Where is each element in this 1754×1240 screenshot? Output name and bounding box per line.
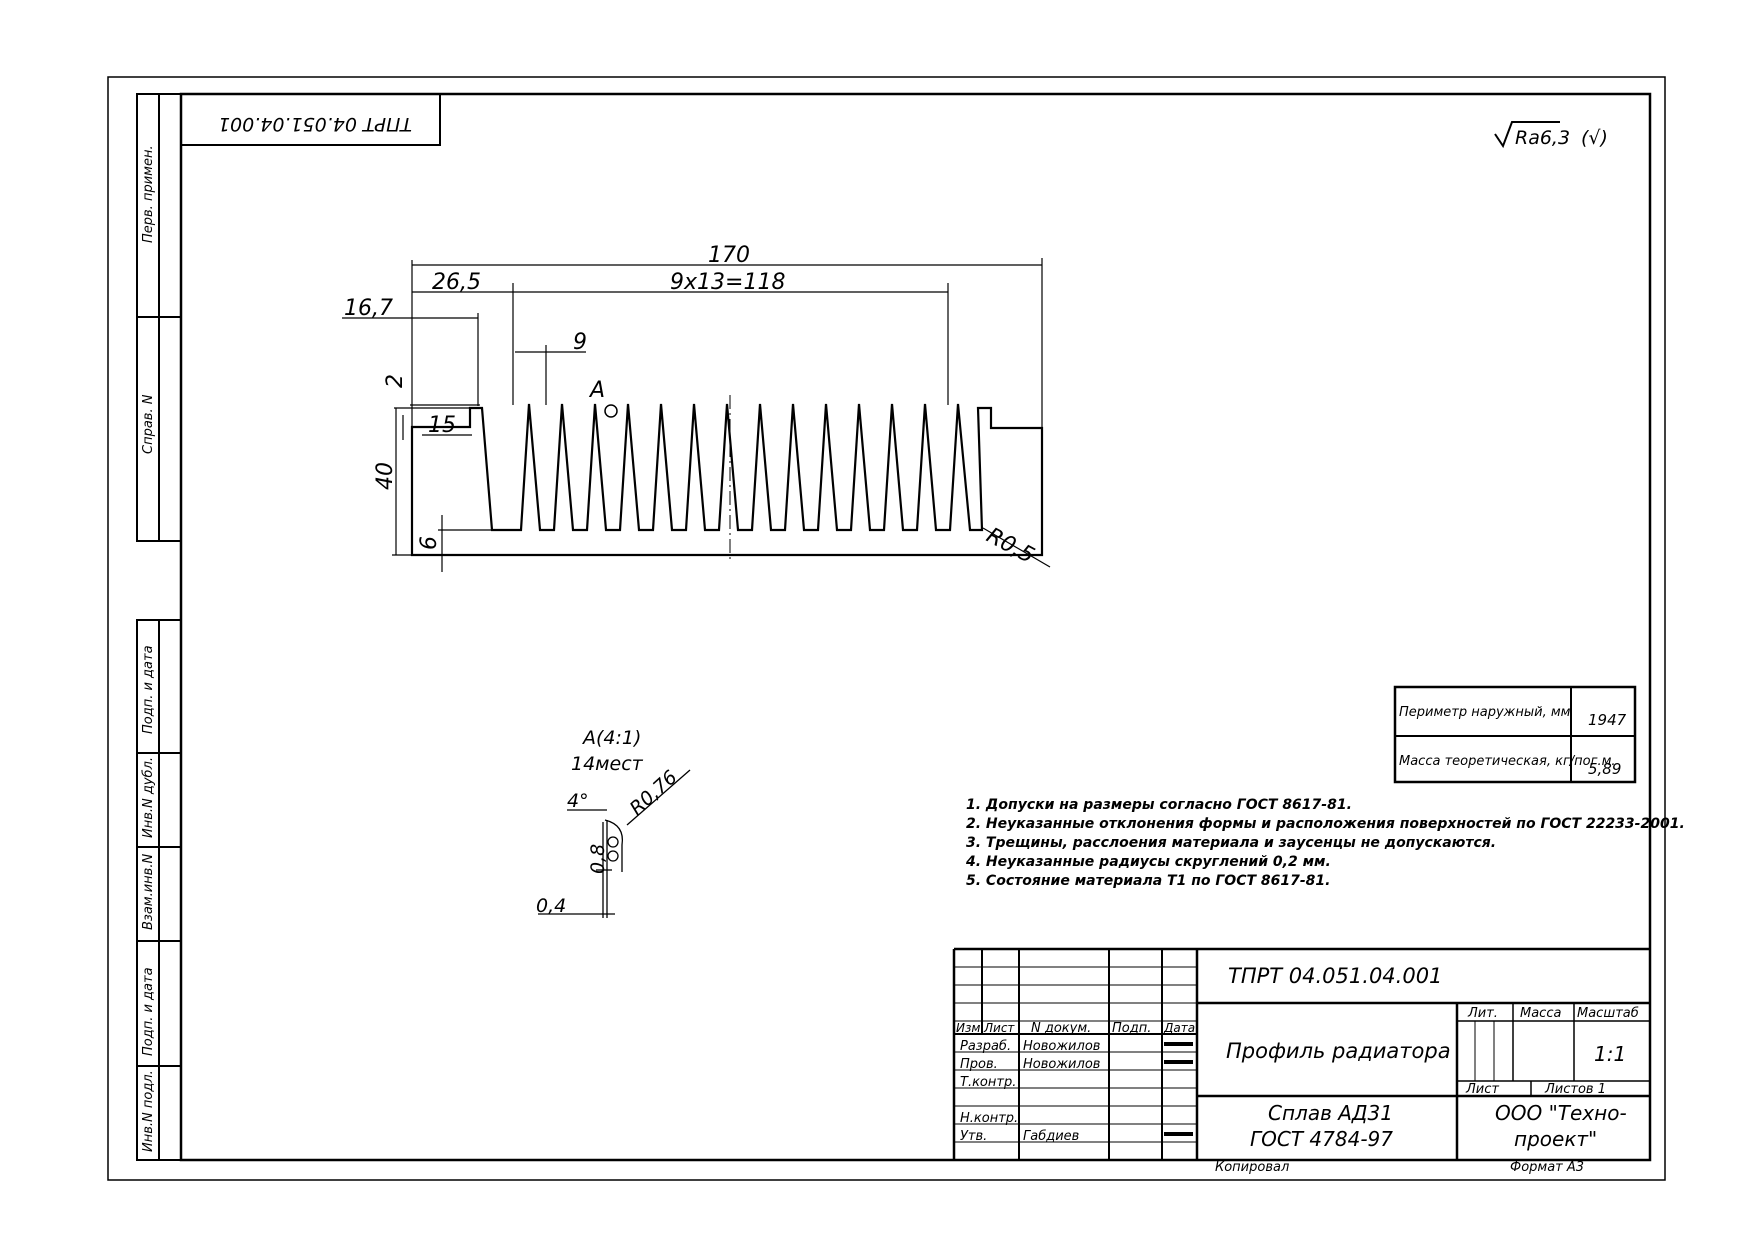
stamp-designation: ТПРТ 04.051.04.001: [218, 113, 412, 135]
property-value: 5,89: [1588, 760, 1621, 778]
dim-radius: R0,5: [982, 523, 1038, 569]
tb-header-izm: Изм.: [956, 1021, 984, 1035]
tb-role-tkontr: Т.контр.: [960, 1075, 1016, 1090]
property-label: Масса теоретическая, кг/пог.м.: [1399, 754, 1616, 769]
tb-company-1: ООО "Техно-: [1495, 1101, 1627, 1125]
property-value: 1947: [1588, 711, 1627, 729]
roughness-default: (√): [1581, 127, 1608, 149]
sidebar-label: Подп. и дата: [141, 967, 156, 1056]
outer-frame: [107, 76, 1666, 1181]
tb-role-utv: Утв.: [960, 1129, 987, 1144]
dim-first-fin: 16,7: [344, 296, 393, 321]
detail-gap: 0,4: [536, 895, 566, 917]
detail-angle: 4°: [567, 790, 589, 812]
date-marks: [1164, 1042, 1193, 1136]
stamp-box: [180, 93, 441, 146]
tb-header-sign: Подп.: [1112, 1021, 1151, 1036]
sidebar-label: Инв.N дубл.: [141, 757, 156, 838]
tb-part-name: Профиль радиатора: [1226, 1039, 1451, 1063]
tb-header-doc: N докум.: [1031, 1021, 1091, 1036]
detail-a-sketch: [538, 769, 691, 918]
dim-base: 6: [417, 536, 442, 550]
property-label: Периметр наружный, мм: [1399, 705, 1571, 720]
tb-designation: ТПРТ 04.051.04.001: [1228, 964, 1442, 988]
inner-frame: [179, 92, 1652, 1162]
note-line: 3. Трещины, расслоения материала и заусе…: [966, 835, 1496, 851]
tb-name-razrab: Новожилов: [1023, 1039, 1100, 1054]
dim-step-w: 15: [428, 413, 456, 438]
tb-scale-value: 1:1: [1594, 1042, 1626, 1066]
dim-fin-pitch: 9: [573, 330, 587, 355]
roughness-value: Ra6,3: [1515, 127, 1570, 149]
view-marker-circle: [604, 404, 618, 418]
note-line: 1. Допуски на размеры согласно ГОСТ 8617…: [966, 797, 1352, 813]
sidebar-label: Подп. и дата: [141, 645, 156, 734]
sidebar-label: Взам.инв.N: [141, 854, 156, 930]
sidebar-label: Инв.N подл.: [141, 1070, 156, 1152]
tb-mass-header: Масса: [1520, 1006, 1561, 1021]
note-line: 4. Неуказанные радиусы скруглений 0,2 мм…: [965, 854, 1331, 870]
radiator-profile: [410, 403, 1044, 557]
roughness-symbol: Ra6,3 (√): [1494, 121, 1608, 149]
tb-header-date: Дата: [1163, 1021, 1195, 1035]
dim-height: 40: [373, 462, 398, 490]
dim-pitch-total: 9x13=118: [670, 270, 785, 295]
tb-sheet-label: Лист: [1465, 1082, 1499, 1097]
tb-name-prov: Новожилов: [1023, 1057, 1100, 1072]
tb-scale-header: Масштаб: [1577, 1006, 1639, 1021]
tb-lit-header: Лит.: [1467, 1006, 1498, 1021]
tb-name-utv: Габдиев: [1023, 1129, 1079, 1144]
detail-count: 14мест: [571, 753, 644, 775]
title-block: [952, 947, 1650, 1160]
tb-company-2: проект": [1514, 1127, 1597, 1151]
tb-material-2: ГОСТ 4784-97: [1250, 1127, 1393, 1151]
detail-title: A(4:1): [581, 727, 641, 749]
tb-header-list: Лист: [983, 1021, 1015, 1035]
view-marker: A: [588, 378, 605, 403]
note-line: 5. Состояние материала Т1 по ГОСТ 8617-8…: [966, 873, 1330, 889]
tb-role-razrab: Разраб.: [960, 1039, 1011, 1054]
dim-left-offset: 26,5: [432, 270, 481, 295]
tb-format: Формат А3: [1510, 1160, 1584, 1175]
dim-step-h: 2: [383, 374, 408, 388]
tb-material-1: Сплав АД31: [1268, 1101, 1393, 1125]
dim-overall: 170: [708, 243, 750, 268]
sidebar: [136, 93, 182, 1161]
sidebar-label: Справ. N: [141, 394, 156, 454]
dimension-lines: [342, 258, 1051, 572]
tb-copied: Копировал: [1215, 1160, 1289, 1175]
property-table: [1393, 685, 1637, 784]
note-line: 2. Неуказанные отклонения формы и распол…: [966, 816, 1685, 832]
sidebar-label: Перв. примен.: [141, 145, 156, 243]
tb-role-nkontr: Н.контр.: [960, 1111, 1018, 1126]
tb-sheets-label: Листов 1: [1544, 1082, 1606, 1097]
tb-role-prov: Пров.: [960, 1057, 998, 1072]
